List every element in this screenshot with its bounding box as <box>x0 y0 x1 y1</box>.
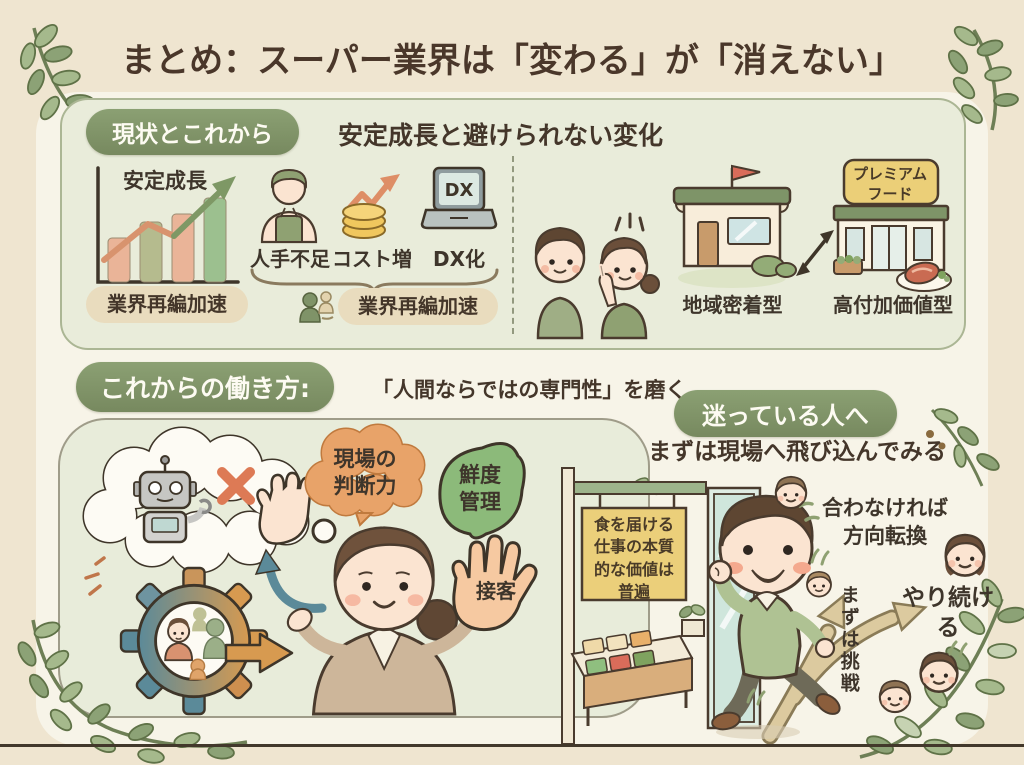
dx-label: DX化 <box>432 247 486 271</box>
human-gear-icon <box>119 566 269 716</box>
pivot-label: 合わなければ 方向転換 <box>822 496 948 549</box>
cycle-arrow-icon <box>254 548 327 613</box>
freshness-label: 鮮度 管理 <box>459 463 501 515</box>
section-work-badge: これからの働き方: <box>76 362 334 412</box>
small-face-icon <box>774 475 808 510</box>
x-mark-icon <box>217 467 255 505</box>
chart-pill: 業界再編加速 <box>86 286 248 323</box>
labor-shortage-label: 人手不足 <box>250 247 330 271</box>
section-current-panel: 現状とこれから 安定成長と避けられない変化 安定成長 業界再編加速 人手不足 <box>60 98 966 350</box>
stop-hand-icon <box>256 471 313 545</box>
local-store-icon <box>672 164 797 288</box>
two-people-icon <box>534 212 660 340</box>
judgment-bubble <box>304 423 426 527</box>
leaf-branch-bottom-left-icon <box>17 619 248 764</box>
cost-increase-icon <box>342 174 400 239</box>
freshness-bubble <box>438 442 526 540</box>
forward-arrow-icon <box>224 632 294 674</box>
section-current-badge: 現状とこれから <box>86 109 299 155</box>
robot-thought-bubble <box>82 426 313 574</box>
small-face-icon <box>919 651 959 693</box>
dx-screen-text: DX <box>445 180 474 201</box>
chart-label: 安定成長 <box>123 169 207 193</box>
section-advice-badge: 迷っている人へ <box>674 390 897 437</box>
double-arrow-icon <box>796 230 834 276</box>
tick-marks-icon <box>948 640 968 658</box>
challenge-label: まずは挑戦 <box>837 585 860 695</box>
people-group-icon <box>299 291 334 323</box>
leaf-branch-bottom-right-icon <box>859 578 1024 759</box>
running-person-icon <box>707 494 841 739</box>
small-face-icon <box>806 570 832 598</box>
sparkle-marks-icon <box>84 556 106 596</box>
premium-store-label: 高付加価値型 <box>833 293 953 317</box>
store-sign-text: 食を届ける 仕事の本質 的な価値は 普遍 <box>593 515 674 602</box>
berry-sprig-icon <box>926 408 1000 487</box>
section-advice-heading: まずは現場へ飛び込んでみる <box>648 439 946 465</box>
page-title: まとめ：スーパー業界は「変わる」が「消えない」 <box>121 41 903 81</box>
continue-label: やり続ける <box>902 585 994 641</box>
section-work-heading: 「人間ならではの専門性」を磨く <box>372 378 687 402</box>
small-face-woman-icon <box>944 533 986 577</box>
growth-chart-icon <box>96 166 240 284</box>
local-store-label: 地域密着型 <box>682 293 783 317</box>
robot-icon <box>133 455 212 544</box>
cost-increase-label: コスト増 <box>332 247 412 271</box>
service-hand-icon <box>451 534 538 632</box>
section-divider <box>512 156 514 334</box>
laptop-dx-icon: DX <box>420 166 498 230</box>
premium-sign-text: プレミアム フード <box>853 165 927 204</box>
bottom-rule <box>0 744 1024 747</box>
worker-icon <box>260 168 318 244</box>
restructuring-pill: 業界再編加速 <box>338 288 498 325</box>
premium-store-icon <box>832 158 952 292</box>
tick-marks-icon <box>810 548 830 566</box>
leaf-branch-top-right-icon <box>947 25 1019 131</box>
section-work-panel: 現場の 判断力 鮮度 管理 接客 <box>58 418 650 718</box>
tick-marks-icon <box>746 688 766 706</box>
service-label: 接客 <box>476 579 516 603</box>
section-current-heading: 安定成長と避けられない変化 <box>338 121 664 150</box>
small-face-icon <box>878 679 912 714</box>
judgment-label: 現場の 判断力 <box>333 447 397 499</box>
